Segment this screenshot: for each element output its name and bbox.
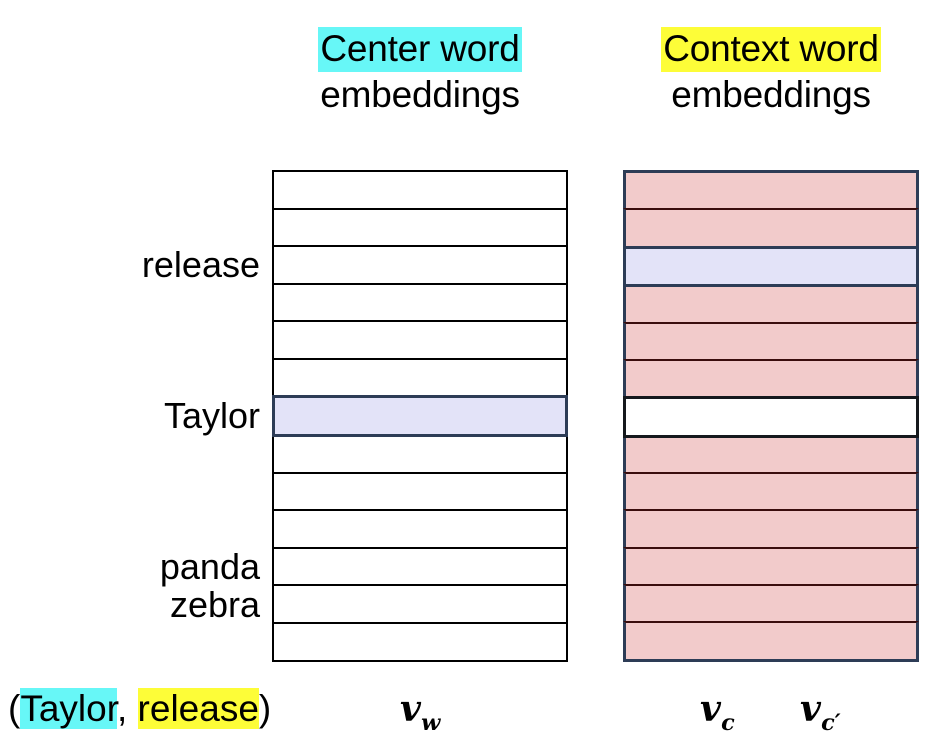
vector-label-vw: vw [400, 686, 440, 737]
center-matrix-row [272, 434, 568, 475]
context-matrix-row [623, 472, 919, 512]
center-matrix-row [272, 320, 568, 361]
row-label-release: release [141, 243, 260, 285]
context-matrix-row [623, 434, 919, 475]
context-header-highlight-text: Context word [661, 27, 881, 72]
row-label-panda: panda [159, 546, 260, 588]
vector-vc-prime-symbol: v [800, 688, 821, 730]
center-matrix-row [272, 546, 568, 587]
caption-center-word: Taylor [20, 688, 117, 729]
context-matrix-row [623, 208, 919, 249]
vector-label-vc: vc [700, 686, 735, 737]
center-matrix-row [272, 471, 568, 512]
context-matrix-row-blank-Taylor [623, 396, 919, 438]
center-matrix-row [272, 509, 568, 550]
context-matrix-row [623, 546, 919, 587]
context-matrix-row [623, 170, 919, 211]
center-header-highlighted-line: Center word [272, 26, 568, 72]
vector-vc-prime-subscript: c′ [821, 710, 841, 737]
context-matrix-row-selected-release [623, 245, 919, 288]
context-matrix-row [623, 621, 919, 662]
context-matrix-row [623, 583, 919, 624]
vector-label-vc-prime: vc′ [800, 686, 841, 737]
row-label-taylor: Taylor [163, 395, 260, 436]
context-header-highlighted-line: Context word [623, 26, 919, 72]
center-embedding-matrix [272, 170, 568, 662]
caption-comma: , [116, 688, 138, 729]
vector-vw-symbol: v [400, 688, 421, 730]
row-label-zebra: zebra [169, 584, 260, 626]
center-matrix-row [272, 357, 568, 398]
context-header-plain-line: embeddings [671, 74, 871, 115]
center-matrix-row [272, 245, 568, 286]
context-matrix-row [623, 321, 919, 362]
context-column-header: Context word embeddings [623, 26, 919, 118]
caption-close-paren: ) [258, 688, 272, 729]
context-embedding-matrix [623, 170, 919, 662]
context-matrix-row [623, 358, 919, 399]
center-matrix-row-selected-Taylor [272, 395, 568, 438]
word-pair-caption: (Taylor, release) [8, 686, 271, 732]
center-matrix-row [272, 170, 568, 211]
center-matrix-row [272, 207, 568, 248]
center-column-header: Center word embeddings [272, 26, 568, 118]
vector-vc-subscript: c [721, 710, 735, 737]
caption-context-word: release [137, 688, 259, 729]
caption-open-paren: ( [8, 688, 21, 729]
center-header-highlight-text: Center word [318, 27, 522, 72]
vector-vc-symbol: v [700, 688, 721, 730]
row-labels-group: release Taylor panda zebra [70, 170, 260, 662]
center-header-plain-line: embeddings [320, 74, 520, 115]
vector-vw-subscript: w [421, 710, 441, 737]
context-matrix-row [623, 509, 919, 550]
context-matrix-row [623, 284, 919, 325]
center-matrix-row [272, 621, 568, 662]
center-matrix-row [272, 282, 568, 323]
center-matrix-row [272, 584, 568, 625]
